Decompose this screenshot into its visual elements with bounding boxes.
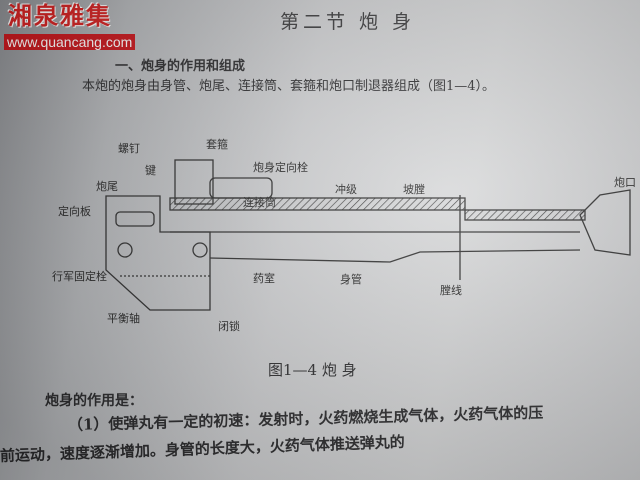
barrel-wall [169, 197, 466, 211]
pivot-circle [192, 242, 208, 258]
label-breech: 炮尾 [96, 180, 118, 193]
pivot-circle [117, 242, 133, 258]
label-key: 键 [145, 164, 156, 177]
locating-pin-shape [209, 177, 273, 199]
label-collar: 套箍 [206, 138, 228, 151]
section-title: 第二节 炮 身 [280, 11, 416, 33]
barrel-wall-front [464, 209, 586, 221]
paragraph-heading: 炮身的作用是： [45, 393, 143, 409]
label-block: 闭锁 [218, 320, 240, 333]
label-connector: 连接筒 [243, 196, 276, 209]
label-rifling: 膛线 [440, 284, 462, 297]
muzzle-brake [579, 189, 631, 256]
watermark-url: www.quancang.com [4, 34, 136, 50]
label-travel-lock: 行军固定栓 [52, 270, 107, 283]
label-muzzle: 炮口 [614, 176, 636, 189]
label-balance: 平衡轴 [107, 312, 140, 325]
figure-caption: 图1—4 炮 身 [268, 361, 357, 379]
label-punch: 冲级 [335, 183, 357, 196]
label-forcing-cone: 坡膛 [403, 183, 425, 196]
breech-outline [105, 195, 211, 311]
label-chamber: 药室 [253, 272, 275, 285]
label-orient-plate: 定向板 [58, 205, 91, 218]
label-tube: 身管 [340, 273, 362, 286]
label-screw: 螺钉 [118, 142, 140, 155]
orient-plate [115, 211, 155, 227]
intro-paragraph: 本炮的炮身由身管、炮尾、连接筒、套箍和炮口制退器组成（图1—4）。 [82, 79, 496, 94]
subsection-heading: 一、炮身的作用和组成 [115, 59, 246, 74]
tube-outline [209, 249, 581, 263]
label-locating-pin: 炮身定向栓 [253, 161, 308, 174]
watermark-logo: 湘泉雅集 [8, 1, 112, 30]
